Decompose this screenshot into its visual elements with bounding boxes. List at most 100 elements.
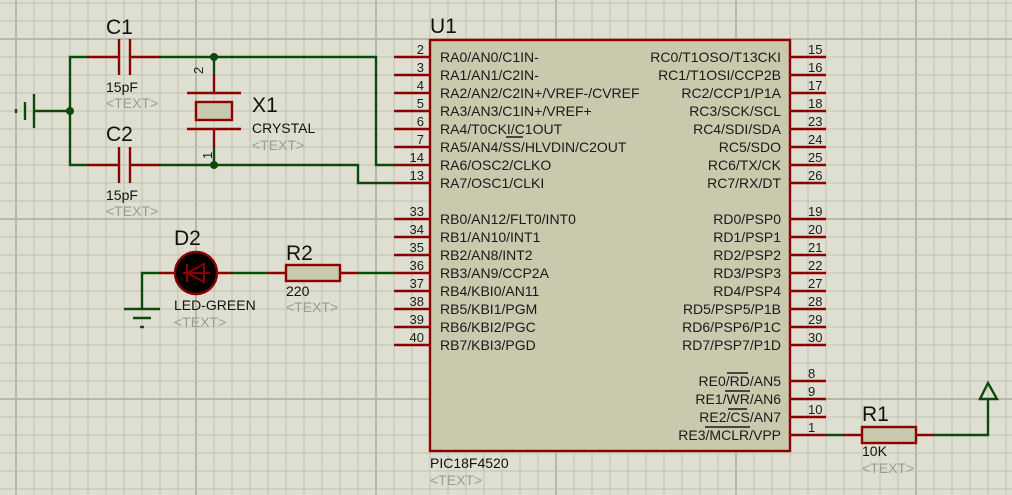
d2-value: LED-GREEN (174, 297, 256, 313)
pin-number: 38 (410, 294, 424, 309)
pin-number: 29 (808, 312, 822, 327)
r2-value: 220 (286, 283, 310, 299)
u1-pin-34[interactable]: 34 RB1/AN10/INT1 (394, 222, 541, 245)
x1-text-placeholder: <TEXT> (252, 137, 304, 153)
power-symbol-vdd[interactable] (978, 380, 1000, 401)
pin-name: RA7/OSC1/CLKI (440, 175, 544, 191)
led-d2[interactable]: D2 LED-GREEN <TEXT> (160, 227, 256, 330)
pin-name: RC7/RX/DT (707, 175, 781, 191)
wires (34, 53, 990, 437)
pin-number: 33 (410, 204, 424, 219)
resistor-r2[interactable]: R2 220 <TEXT> (268, 242, 358, 315)
wire-osc1[interactable] (160, 163, 394, 185)
pin-number: 8 (808, 366, 815, 381)
pin-name: RB5/KBI1/PGM (440, 301, 537, 317)
u1-value: PIC18F4520 (430, 455, 509, 471)
ground-symbol-left[interactable] (14, 94, 36, 128)
pin-number: 15 (808, 42, 822, 57)
pin-number: 18 (808, 96, 822, 111)
u1-pin-38[interactable]: 38 RB5/KBI1/PGM (394, 294, 537, 317)
r2-ref: R2 (286, 242, 313, 265)
pin-number: 17 (808, 78, 822, 93)
u1-pin-8[interactable]: 8 RE0/RD/AN5 (699, 366, 826, 389)
u1-text-placeholder: <TEXT> (430, 472, 482, 488)
pin-number: 10 (808, 402, 822, 417)
wire-d2-gnd[interactable] (140, 271, 160, 309)
pin-name: RC0/T1OSO/T13CKI (650, 49, 781, 65)
pin-number: 23 (808, 114, 822, 129)
pin-name: RD7/PSP7/P1D (682, 337, 781, 353)
u1-pin-16[interactable]: 16 RC1/T1OSI/CCP2B (658, 60, 826, 83)
pin-number: 9 (808, 384, 815, 399)
pin-name: RD4/PSP4 (713, 283, 781, 299)
r1-text-placeholder: <TEXT> (862, 460, 914, 476)
c1-value: 15pF (106, 79, 138, 95)
r1-value: 10K (862, 443, 888, 459)
wire-osc2[interactable] (160, 55, 394, 167)
pin-number: 16 (808, 60, 822, 75)
resistor-r1[interactable]: R1 10K <TEXT> (844, 403, 934, 476)
pin-name: RB3/AN9/CCP2A (440, 265, 550, 281)
pin-name: RB4/KBI0/AN11 (440, 283, 540, 299)
c2-text-placeholder: <TEXT> (106, 203, 158, 219)
u1-pin-36[interactable]: 36 RB3/AN9/CCP2A (394, 258, 550, 281)
pin-name: RD2/PSP2 (713, 247, 781, 263)
x1-value: CRYSTAL (252, 120, 315, 136)
u1-pin-29[interactable]: 29 RD6/PSP6/P1C (682, 312, 826, 335)
pin-number: 36 (410, 258, 424, 273)
pin-name: RE3/MCLR/VPP (678, 427, 781, 443)
junction-dot (210, 53, 218, 61)
pin-number: 27 (808, 276, 822, 291)
u1-pin-27[interactable]: 27 RD4/PSP4 (713, 276, 826, 299)
overbars (506, 136, 750, 428)
crystal-x1[interactable]: 2 1 X1 CRYSTAL <TEXT> (187, 67, 315, 159)
pin-number: 3 (417, 60, 424, 75)
pin-name: RC6/TX/CK (708, 157, 782, 173)
wire-r1-vdd[interactable] (934, 399, 990, 437)
u1-pin-15[interactable]: 15 RC0/T1OSO/T13CKI (650, 42, 826, 65)
capacitor-c1[interactable]: C1 15pF <TEXT> (88, 16, 160, 111)
u1-ref: U1 (430, 15, 457, 38)
pin-number: 19 (808, 204, 822, 219)
pin-name: RC1/T1OSI/CCP2B (658, 67, 781, 83)
pin-number: 37 (410, 276, 424, 291)
pin-name: RD6/PSP6/P1C (682, 319, 781, 335)
u1-pin-37[interactable]: 37 RB4/KBI0/AN11 (394, 276, 540, 299)
pin-number: 34 (410, 222, 424, 237)
pin-name: RB1/AN10/INT1 (440, 229, 541, 245)
pin-name: RB6/KBI2/PGC (440, 319, 536, 335)
ground-symbol-d2[interactable] (124, 307, 160, 329)
capacitor-c2[interactable]: C2 15pF <TEXT> (88, 123, 160, 219)
pin-number: 6 (417, 114, 424, 129)
pin-name: RE0/RD/AN5 (699, 373, 782, 389)
